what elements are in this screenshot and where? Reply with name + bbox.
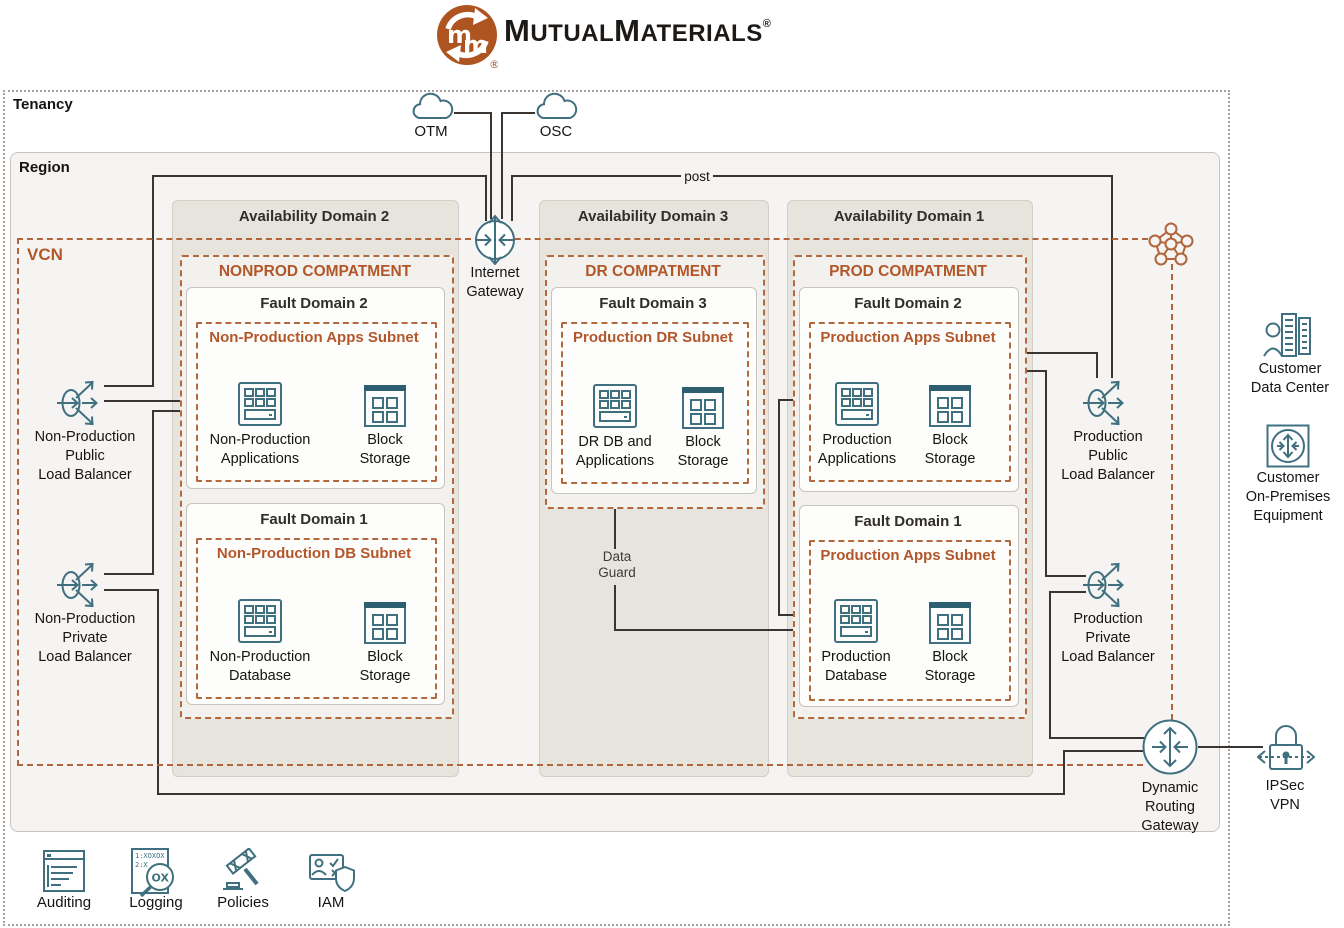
subnet-label: Production Apps Subnet <box>820 547 996 564</box>
subnet-box <box>809 540 1011 701</box>
vcn-border-left <box>17 238 19 766</box>
vcn-icon <box>1146 220 1196 273</box>
connector <box>157 589 159 795</box>
subnet-box <box>196 322 437 482</box>
iam-icon <box>308 849 356 900</box>
svg-text:®: ® <box>489 58 498 70</box>
connector <box>501 112 503 219</box>
connector <box>1045 370 1047 577</box>
fault-domain-title: Fault Domain 3 <box>599 295 707 312</box>
region-label: Region <box>19 159 70 176</box>
availability-domain-1-title: Availability Domain 1 <box>833 208 985 225</box>
svg-text:1:XOXOX: 1:XOXOX <box>135 852 165 860</box>
block-storage-icon <box>681 384 725 435</box>
connector <box>152 410 154 575</box>
subnet-box <box>561 322 749 484</box>
fault-domain-title: Fault Domain 2 <box>260 295 368 312</box>
production-database-icon <box>833 598 879 649</box>
connector <box>490 112 492 219</box>
connector <box>1063 750 1065 795</box>
production-private-load-balancer-icon <box>1082 557 1134 618</box>
otm-cloud-icon <box>407 90 457 129</box>
vcn-border-top <box>17 238 1148 240</box>
connector <box>614 629 835 631</box>
production-public-load-balancer-icon <box>1082 375 1134 436</box>
vcn-label: VCN <box>27 245 63 264</box>
prod-compartment-title: PROD COMPATMENT <box>829 263 987 280</box>
block-storage-icon <box>928 382 972 433</box>
connector <box>104 573 154 575</box>
availability-domain-2-title: Availability Domain 2 <box>238 208 390 225</box>
fault-domain-box <box>186 287 445 489</box>
connector <box>104 385 154 387</box>
svg-text:m: m <box>447 21 472 49</box>
connector <box>713 175 1113 177</box>
connector <box>511 175 513 221</box>
non-production-public-load-balancer-icon <box>56 375 108 436</box>
fault-domain-title: Fault Domain 1 <box>854 513 962 530</box>
connector <box>1198 746 1263 748</box>
fault-domain-box <box>799 505 1019 707</box>
connector <box>157 793 1065 795</box>
production-applications-icon <box>834 381 880 432</box>
connector <box>614 585 616 631</box>
connector <box>1063 750 1145 752</box>
block-storage-icon <box>928 599 972 650</box>
connector <box>1096 352 1098 378</box>
mutual-materials-logo-icon: m m ® <box>436 4 500 75</box>
tenancy-label: Tenancy <box>13 96 73 113</box>
connector <box>104 589 159 591</box>
connector <box>1049 737 1145 739</box>
subnet-label: Production Apps Subnet <box>820 329 996 346</box>
non-production-private-load-balancer-icon <box>56 557 108 618</box>
connector <box>1049 591 1051 739</box>
policies-icon <box>219 847 265 899</box>
subnet-box <box>196 538 437 699</box>
ipsec-vpn-icon <box>1256 721 1316 778</box>
connector <box>454 112 491 114</box>
block-storage-icon <box>363 599 407 650</box>
svg-text:m: m <box>463 31 488 59</box>
vcn-border-bottom <box>17 764 1143 766</box>
connector <box>485 175 487 221</box>
connector <box>152 175 154 387</box>
dr-compartment-title: DR COMPATMENT <box>585 263 721 280</box>
connector <box>512 175 681 177</box>
vcn-border-right <box>1171 264 1173 720</box>
auditing-icon <box>41 849 87 898</box>
post-label: post <box>684 169 710 184</box>
connector <box>1049 591 1086 593</box>
connector <box>104 400 239 402</box>
dynamic-routing-gateway-icon <box>1142 719 1198 780</box>
subnet-label: Non-Production Apps Subnet <box>209 329 419 346</box>
non-production-database-icon <box>237 598 283 649</box>
fault-domain-title: Fault Domain 2 <box>854 295 962 312</box>
logging-icon: 1:XOXOX 2:X OX <box>130 847 180 904</box>
osc-cloud-icon <box>531 90 581 129</box>
connector <box>778 399 780 616</box>
brand-wordmark: MUTUALMATERIALS® <box>504 13 772 48</box>
nonprod-compartment-title: NONPROD COMPATMENT <box>218 263 412 280</box>
connector <box>502 112 535 114</box>
customer-on-premises-equipment-icon <box>1266 424 1310 473</box>
svg-text:OX: OX <box>152 872 170 885</box>
subnet-label: Non-Production DB Subnet <box>216 545 412 562</box>
connector <box>152 175 486 177</box>
svg-text:2:X: 2:X <box>135 861 148 869</box>
subnet-label: Production DR Subnet <box>573 329 733 346</box>
non-production-applications-icon <box>237 381 283 432</box>
customer-data-center-icon <box>1263 312 1313 365</box>
block-storage-icon <box>363 382 407 433</box>
fault-domain-title: Fault Domain 1 <box>260 511 368 528</box>
connector <box>1045 575 1086 577</box>
availability-domain-3-title: Availability Domain 3 <box>577 208 729 225</box>
connector <box>1111 175 1113 378</box>
subnet-box <box>809 322 1011 482</box>
internet-gateway-icon <box>469 214 521 271</box>
dr-db-and-applications-icon <box>592 383 638 434</box>
